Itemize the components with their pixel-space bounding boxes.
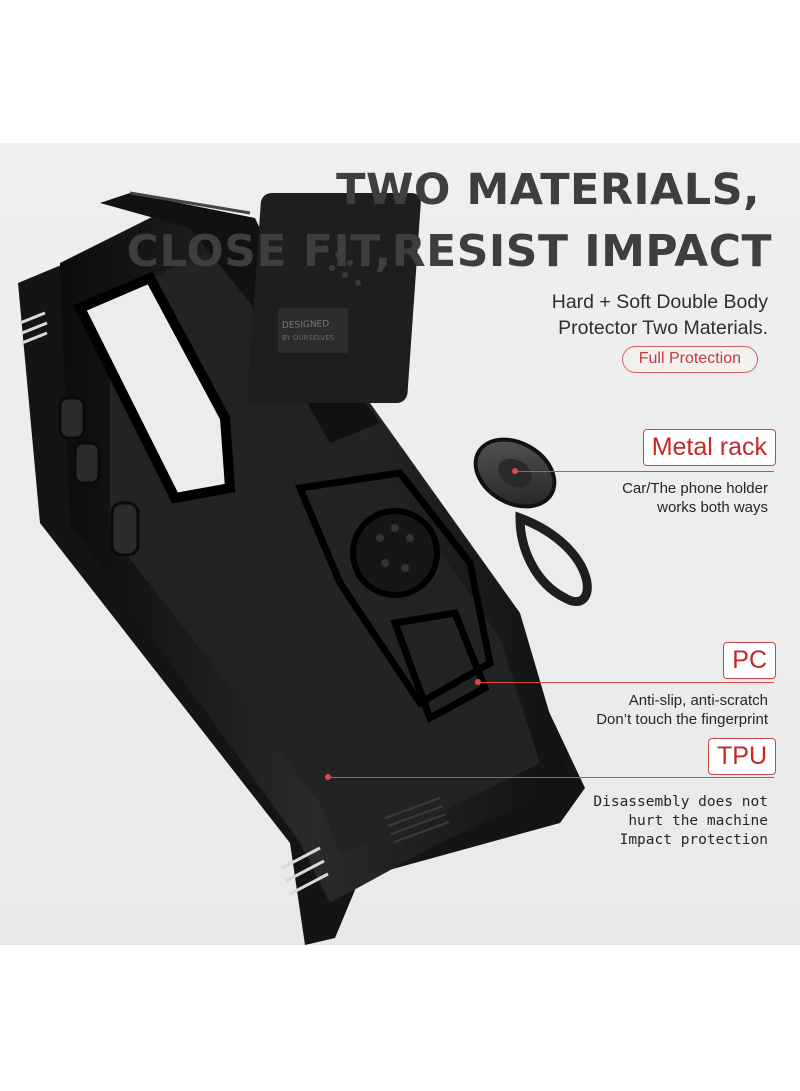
- metal-rack-leader: [518, 471, 774, 472]
- grip-texture: [384, 797, 450, 843]
- metal-rack-label: Metal rack: [642, 429, 776, 466]
- metal-rack-marker: [512, 468, 518, 474]
- side-buttons: [58, 396, 140, 557]
- magnet-plate: [350, 508, 440, 598]
- pc-description: Anti-slip, anti-scratch Don’t touch the …: [596, 692, 768, 728]
- tpu-label: TPU: [708, 738, 776, 775]
- metal-rack-description: Car/The phone holder works both ways: [622, 480, 768, 516]
- tpu-marker: [325, 774, 331, 780]
- headline-line-2: CLOSE FIT,RESIST IMPACT: [126, 226, 772, 277]
- intro-line-2: Protector Two Materials.: [558, 317, 768, 339]
- camera-window: [73, 271, 236, 504]
- full-protection-badge: Full Protection: [621, 346, 758, 373]
- pc-label: PC: [723, 642, 776, 679]
- armor-plate: [295, 469, 494, 724]
- intro-text: Hard + Soft Double Body Protector Two Ma…: [468, 289, 768, 341]
- intro-line-1: Hard + Soft Double Body: [551, 291, 768, 313]
- tpu-description: Disassembly does not hurt the machine Im…: [593, 794, 768, 848]
- phone-case-illustration: DESIGNED BY OURSELVES: [18, 191, 592, 945]
- svg-text:DESIGNED: DESIGNED: [282, 319, 330, 331]
- edge-accents: [19, 311, 329, 896]
- pc-marker: [475, 679, 481, 685]
- svg-text:BY OURSELVES: BY OURSELVES: [282, 334, 335, 342]
- product-banner: DESIGNED BY OURSELVES: [0, 143, 800, 945]
- tpu-leader: [331, 777, 774, 778]
- pc-leader: [481, 682, 774, 683]
- camera-slider: [247, 193, 421, 403]
- headline-line-1: TWO MATERIALS,: [336, 165, 760, 215]
